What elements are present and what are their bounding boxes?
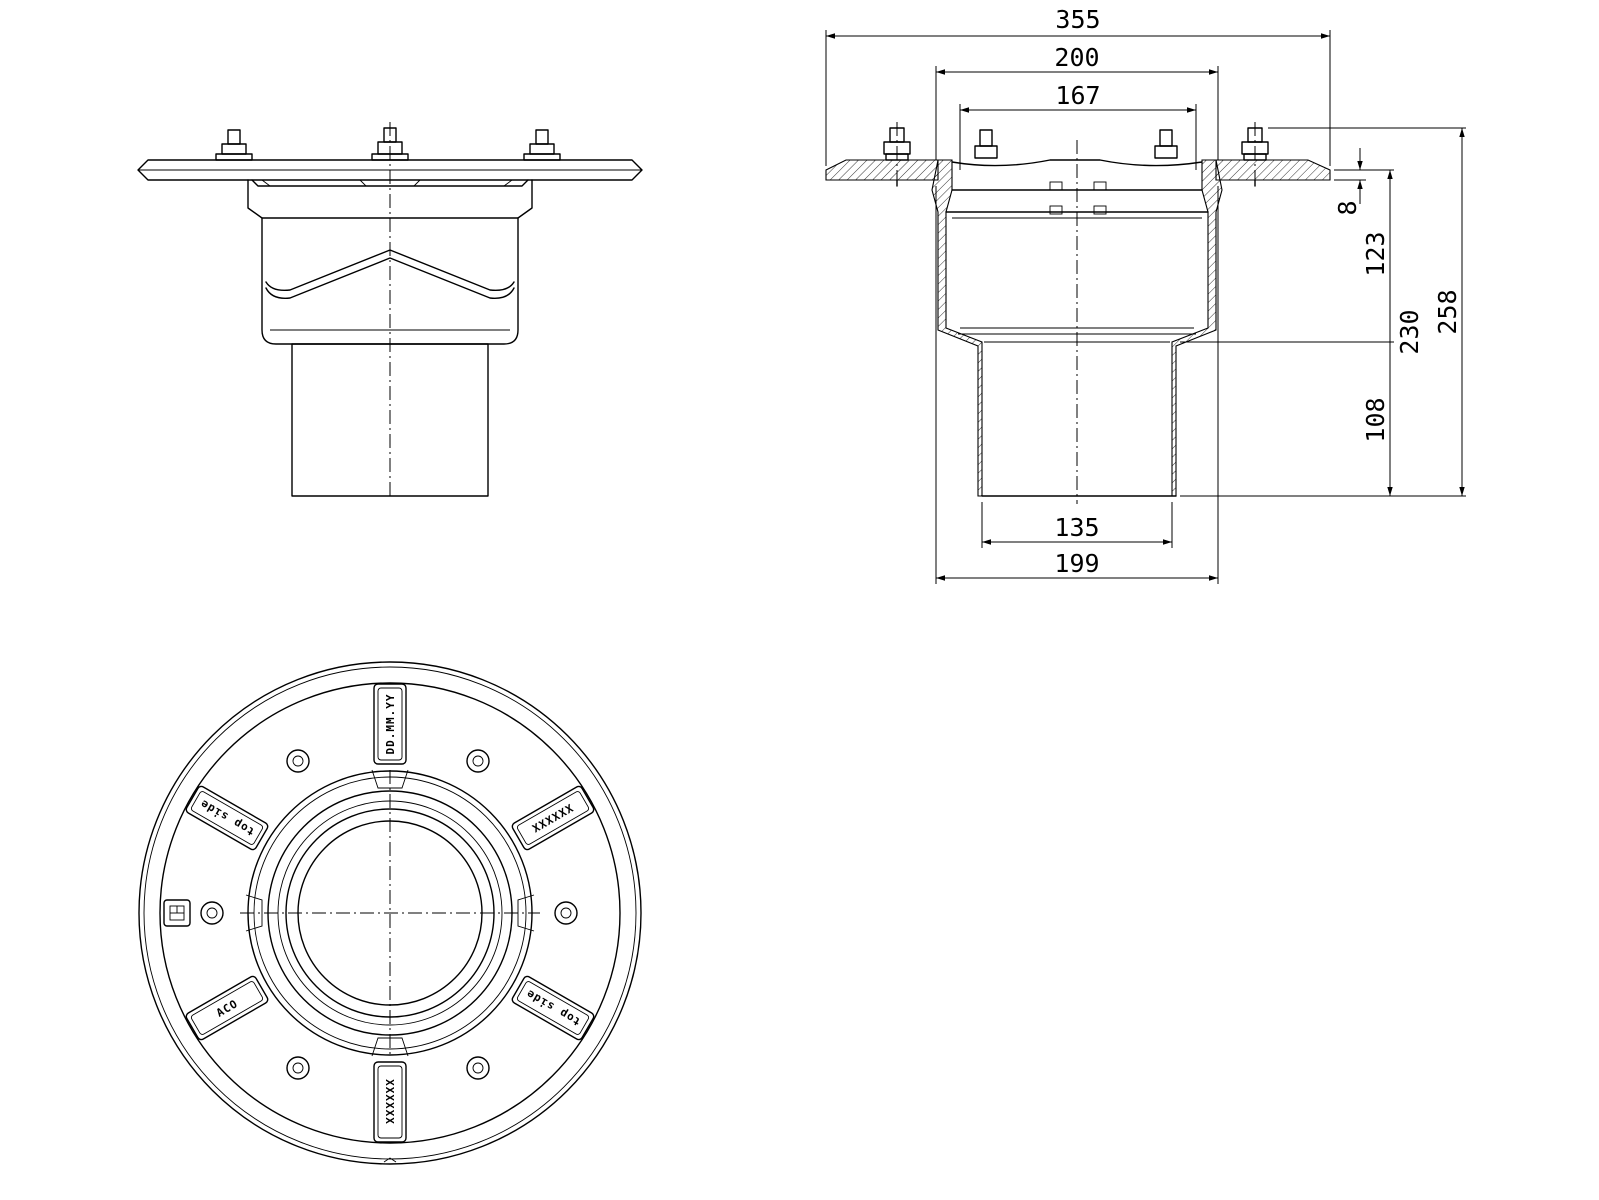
dim-200-label: 200	[1054, 43, 1099, 72]
stamp-serial-code: XXXXXX	[373, 1061, 407, 1143]
bolt-hole-right	[554, 901, 578, 925]
inner-bolt-right	[1154, 129, 1178, 159]
dim-167-label: 167	[1055, 81, 1100, 110]
dimension-167: 167	[959, 81, 1197, 170]
dim-355-label: 355	[1055, 5, 1100, 34]
dimension-355: 355	[825, 5, 1331, 166]
dimension-135: 135	[981, 502, 1173, 548]
dimension-8: 8	[1333, 148, 1363, 216]
bolt-hole-left	[200, 901, 224, 925]
flange-section-right	[1215, 159, 1331, 181]
bolt-hole-top-right	[466, 749, 490, 773]
bolt-hole-top-left	[286, 749, 310, 773]
svg-text:DD.MM.YY: DD.MM.YY	[384, 694, 397, 755]
wave-cutout-lower	[265, 257, 515, 299]
flange-inner-circle	[159, 682, 621, 1144]
bolt-hole-bottom-right	[466, 1056, 490, 1080]
dimension-108: 108	[1361, 397, 1390, 442]
dimension-258: 258	[1433, 128, 1465, 496]
stamp-top-side-right: top side	[511, 975, 595, 1041]
dimension-123: 123	[1361, 231, 1390, 276]
section-view: 355 200 167 135 199	[825, 5, 1466, 584]
inner-bolt-left	[974, 129, 998, 159]
front-elevation-view	[137, 122, 643, 500]
dimension-199: 199	[935, 186, 1219, 584]
dim-199-label: 199	[1054, 549, 1099, 578]
flange-underside-lip	[251, 179, 529, 187]
flange-outer-circle	[138, 661, 642, 1165]
bolt-right	[523, 129, 561, 161]
stamp-top-side-left: top side	[185, 785, 269, 851]
stamp-brand: ACO	[185, 975, 269, 1041]
dim-230-label: 230	[1395, 309, 1424, 354]
flange-section-left	[825, 159, 939, 181]
dim-258-label: 258	[1433, 289, 1462, 334]
dim-108-label: 108	[1361, 397, 1390, 442]
dim-135-label: 135	[1054, 513, 1099, 542]
stamp-date-code: DD.MM.YY	[373, 683, 407, 765]
plan-view: DD.MM.YY XXXXXX top side XXXXXX ACO top …	[138, 661, 642, 1165]
dimension-200: 200	[935, 43, 1219, 160]
dim-123-label: 123	[1361, 231, 1390, 276]
stamp-batch-code: XXXXXX	[511, 785, 595, 851]
sealing-groove	[951, 159, 1203, 167]
material-marker	[163, 899, 191, 927]
svg-text:XXXXXX: XXXXXX	[383, 1079, 396, 1125]
bolt-hole-bottom-left	[286, 1056, 310, 1080]
bolt-left	[215, 129, 253, 161]
dim-8-label: 8	[1333, 200, 1362, 215]
dimension-230: 230	[1387, 170, 1424, 496]
